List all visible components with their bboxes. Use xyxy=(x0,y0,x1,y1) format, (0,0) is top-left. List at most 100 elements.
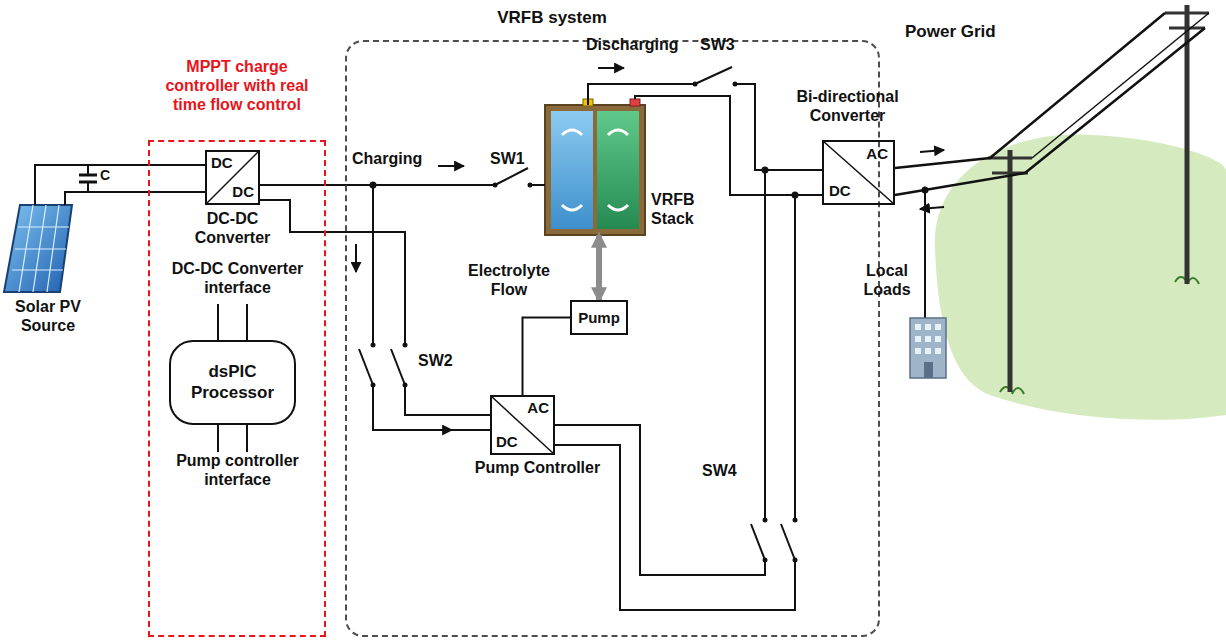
vrfb-stack: VRFB Stack xyxy=(545,105,710,235)
pv-wires xyxy=(35,165,205,205)
switch-contact xyxy=(371,383,376,388)
power-poles xyxy=(1165,12,1209,15)
building-icon xyxy=(935,348,941,354)
part-label: C xyxy=(100,167,110,184)
node-text: DC-DC Converter xyxy=(185,210,280,248)
switch-contact xyxy=(493,183,498,188)
pv-wires xyxy=(65,192,205,205)
flow-arrow xyxy=(356,68,624,430)
switch-blade xyxy=(781,524,795,560)
wire xyxy=(373,185,490,430)
part-label: Charging xyxy=(352,150,422,169)
node-text: DC xyxy=(496,433,518,451)
converter-diagonal xyxy=(491,396,554,454)
node-text: dsPIC Processor xyxy=(171,362,294,402)
part-label: Pump controller interface xyxy=(155,452,320,490)
building-icon xyxy=(910,318,946,378)
wire xyxy=(555,170,765,575)
capacitor-symbol xyxy=(79,174,97,177)
node-text: Pump Controller xyxy=(470,459,605,478)
grid-ground xyxy=(1000,277,1199,394)
node-text: VRFB Stack xyxy=(651,191,711,229)
solar-panel xyxy=(4,205,72,292)
power-poles xyxy=(988,5,1209,392)
switch-blade xyxy=(359,67,795,560)
part-label: SW4 xyxy=(702,462,737,481)
flow-arrow xyxy=(430,429,452,431)
switch-gap xyxy=(368,79,800,560)
part-label: Discharging xyxy=(586,36,678,55)
pump-box: Pump xyxy=(570,300,628,335)
controller-region: MPPT charge controller with real time fl… xyxy=(148,140,326,637)
switch-contact xyxy=(403,383,408,388)
capacitor-symbol xyxy=(79,175,97,182)
wire-connector xyxy=(555,195,822,610)
interface-lines xyxy=(217,425,219,452)
building-icon xyxy=(915,348,921,354)
power-poles xyxy=(1008,150,1013,392)
converter-diagonal xyxy=(206,151,259,204)
battery-stack xyxy=(630,99,640,106)
switch-contact xyxy=(693,82,698,87)
building-icon xyxy=(935,324,941,330)
part-label: SW1 xyxy=(490,150,525,169)
switch-blade xyxy=(751,524,765,560)
node-text: AC xyxy=(527,399,549,417)
building-icon xyxy=(915,324,921,330)
switch-blade xyxy=(391,349,405,385)
flow-arrow xyxy=(438,165,464,167)
part-label: SW3 xyxy=(700,36,735,55)
switch-blade xyxy=(495,168,528,185)
solar-panel xyxy=(12,205,69,292)
wire-connector xyxy=(523,318,571,396)
part-label: DC-DC Converter interface xyxy=(155,260,320,298)
processor-box: dsPIC Processor xyxy=(169,340,296,425)
node-text: Pump xyxy=(578,309,620,327)
flow-arrow xyxy=(598,67,624,69)
pump-controller: AC DC Pump Controller xyxy=(470,395,605,485)
vrfb-system-region: VRFB systemVRFB StackPumpACDCPump Contro… xyxy=(345,40,880,637)
stack-frame xyxy=(545,105,645,235)
part-label: Local Loads xyxy=(856,262,918,300)
flow-connector xyxy=(596,235,602,300)
power-poles xyxy=(1185,5,1190,284)
solar-panel xyxy=(4,205,72,292)
power-poles xyxy=(988,157,1032,160)
power-poles xyxy=(1169,27,1205,30)
part-label: Solar PV Source xyxy=(2,298,94,336)
load-wire xyxy=(924,190,926,318)
battery-stack xyxy=(562,130,628,210)
interface-lines xyxy=(246,425,248,452)
switch-gap xyxy=(790,520,800,560)
switch-gap xyxy=(760,520,770,560)
switch-contact xyxy=(793,518,798,523)
node-text: VRFB system xyxy=(487,8,617,28)
grid-lines xyxy=(895,28,1205,195)
building-icon xyxy=(915,336,921,342)
pv-wires xyxy=(35,165,205,205)
part-label: Power Grid xyxy=(905,22,996,42)
converter-box: DCDC xyxy=(205,150,260,205)
converter-box: AC DC xyxy=(490,395,555,455)
node-text: MPPT charge controller with real time fl… xyxy=(148,58,326,115)
node-text: DC xyxy=(829,182,851,200)
flow-arrow xyxy=(920,150,944,152)
building-icon xyxy=(925,324,931,330)
part-label: SW2 xyxy=(418,352,453,371)
switch-contact xyxy=(371,343,376,348)
switch-blade xyxy=(695,67,732,84)
building-icon xyxy=(924,362,933,378)
part-label: Electrolyte Flow xyxy=(452,262,566,300)
interface-lines xyxy=(246,304,248,340)
building-icon xyxy=(925,348,931,354)
grid-ground xyxy=(935,135,1226,420)
grid-lines xyxy=(895,13,1165,168)
capacitor-symbol xyxy=(79,181,97,184)
building-icon xyxy=(935,336,941,342)
load-wire xyxy=(924,190,926,318)
bidirectional-converter: ACDCBi-directional Converter xyxy=(785,88,910,205)
wire-connector xyxy=(588,84,822,170)
switch-contact xyxy=(763,518,768,523)
converter-box: ACDC xyxy=(822,140,895,205)
